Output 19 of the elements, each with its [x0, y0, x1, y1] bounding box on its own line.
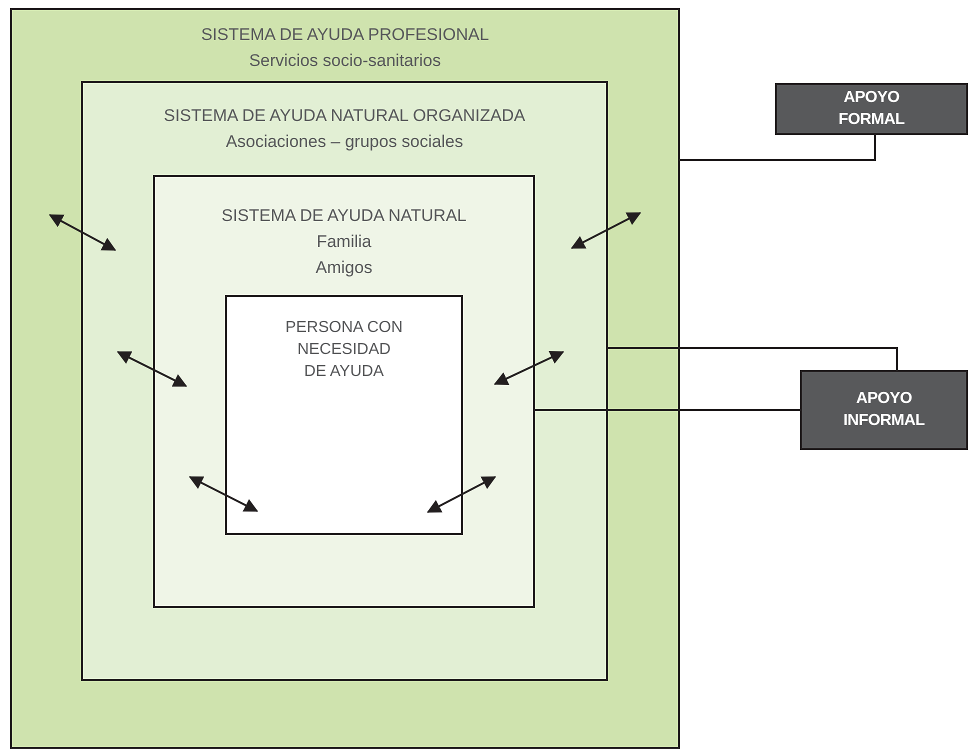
system-title: SISTEMA DE AYUDA NATURAL — [222, 205, 466, 227]
support-box — [800, 370, 968, 450]
support-label: APOYO FORMAL — [837, 88, 906, 130]
system-title: SISTEMA DE AYUDA PROFESIONAL — [201, 24, 489, 46]
middle-system-box — [81, 81, 608, 681]
system-detail: Amigos — [316, 257, 372, 279]
system-detail: Familia — [316, 231, 372, 253]
outer-system-box — [10, 8, 680, 749]
connector-line — [608, 347, 898, 370]
system-title: SISTEMA DE AYUDA NATURAL ORGANIZADA — [164, 105, 526, 127]
connector-line — [680, 135, 876, 161]
support-label: APOYO INFORMAL — [842, 389, 926, 431]
system-title: PERSONA CON NECESIDAD DE AYUDA — [285, 318, 403, 382]
connector-line — [535, 409, 800, 411]
system-detail: Servicios socio-sanitarios — [249, 50, 441, 72]
support-box — [775, 83, 968, 135]
system-detail: Asociaciones – grupos sociales — [226, 131, 464, 153]
person-box — [225, 295, 463, 535]
inner-system-box — [153, 175, 535, 608]
